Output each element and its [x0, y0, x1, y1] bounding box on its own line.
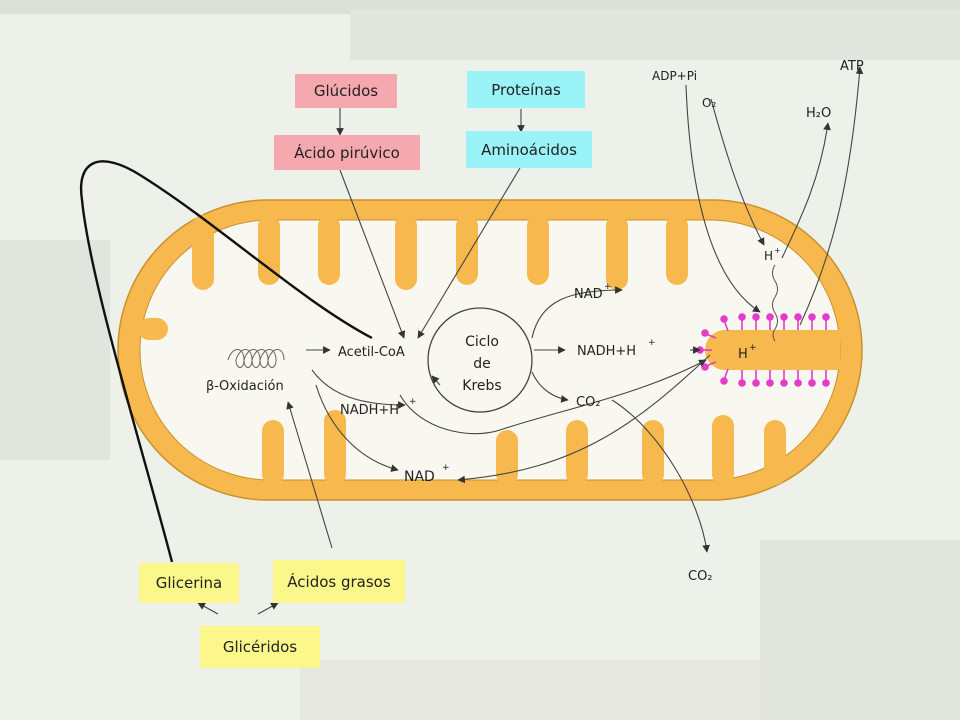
- proton-top-plus: +: [774, 246, 781, 255]
- beta-oxidation-label: β-Oxidación: [206, 379, 284, 394]
- proton-inner-plus: +: [749, 343, 757, 353]
- nadh-left-plus: +: [409, 397, 417, 407]
- co2-outer-label: CO₂: [688, 569, 713, 584]
- nadh-left-label: NADH+H: [340, 403, 399, 418]
- proteinas-box: Proteínas: [467, 71, 585, 108]
- background-tile: [760, 540, 960, 720]
- crista-right: [705, 330, 840, 370]
- glucidos-box: Glúcidos: [295, 74, 397, 108]
- nadh-right-label: NADH+H: [577, 344, 636, 359]
- acidos-grasos-box: Ácidos grasos: [273, 560, 405, 603]
- crista-left: [138, 318, 168, 340]
- aminoacidos-box: Aminoácidos: [466, 131, 592, 168]
- acetil-coa-label: Acetil-CoA: [338, 345, 405, 360]
- krebs-label-line3: Krebs: [462, 378, 501, 394]
- glicerina-box: Glicerina: [139, 563, 239, 603]
- acido-piruvico-box: Ácido pirúvico: [274, 135, 420, 170]
- adp-pi-label: ADP+Pi: [652, 69, 697, 83]
- krebs-label-line2: de: [473, 356, 491, 372]
- nad-top-plus: +: [604, 282, 612, 292]
- background-tile: [350, 10, 960, 60]
- pathway-arrows: [197, 66, 864, 615]
- nadh-right-plus: +: [648, 338, 656, 348]
- h2o-label: H₂O: [806, 106, 831, 121]
- gliceridos-box: Glicéridos: [200, 626, 320, 668]
- krebs-cycle-circle: [427, 307, 533, 413]
- glycerin-arrow: [79, 160, 373, 563]
- nad-top-label: NAD: [574, 287, 603, 302]
- krebs-label-line1: Ciclo: [465, 334, 499, 350]
- atp-synthase: [696, 313, 830, 387]
- nad-bottom-plus: +: [442, 463, 450, 473]
- background-tile: [300, 660, 760, 720]
- beta-oxidation-spiral: [227, 349, 285, 368]
- cristae-top: [192, 215, 688, 290]
- cristae-bottom: [262, 410, 786, 485]
- background-tile: [0, 240, 110, 460]
- co2-inner-label: CO₂: [576, 395, 601, 410]
- nad-bottom-label: NAD: [404, 469, 435, 485]
- proton-flow: [772, 264, 778, 342]
- o2-label: O₂: [702, 96, 716, 110]
- atp-label: ATP: [840, 59, 864, 74]
- proton-inner-label: H: [738, 347, 748, 362]
- proton-top-label: H: [764, 249, 773, 263]
